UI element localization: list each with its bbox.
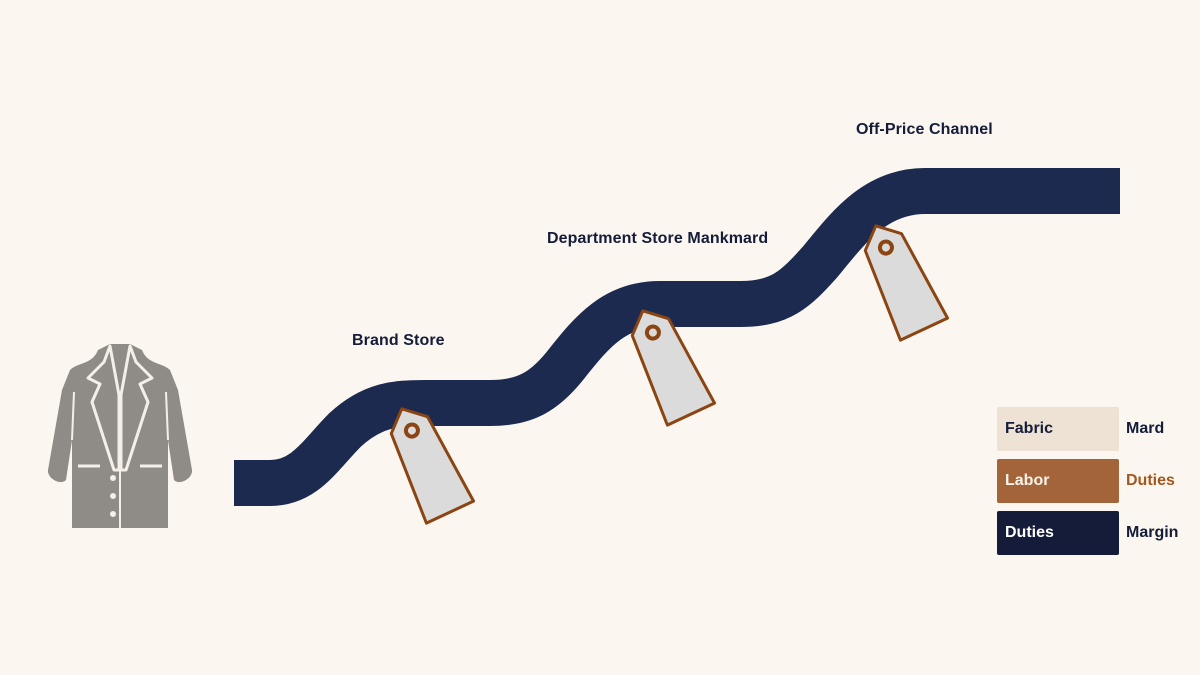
stage-label-brand-store: Brand Store <box>352 332 445 349</box>
price-tag-icon <box>863 224 950 342</box>
stage-label-off-price-channel: Off-Price Channel <box>856 121 993 138</box>
price-tag-icon <box>389 407 476 525</box>
coat-icon <box>47 344 193 528</box>
legend-side-label: Mard <box>1126 420 1165 437</box>
legend-swatch-fabric: Fabric <box>997 407 1119 451</box>
price-tag-icon <box>630 309 717 427</box>
legend-swatch-duties: Duties <box>997 511 1119 555</box>
legend-swatch-label: Labor <box>1005 472 1050 489</box>
legend-swatch-label: Duties <box>1005 524 1054 541</box>
legend-swatch-labor: Labor <box>997 459 1119 503</box>
legend-side-label: Duties <box>1126 472 1175 489</box>
price-path-band <box>234 168 1120 506</box>
legend-swatch-label: Fabric <box>1005 420 1054 437</box>
legend-side-label: Margin <box>1126 524 1179 541</box>
stage-label-department-store: Department Store Mankmard <box>547 230 769 247</box>
